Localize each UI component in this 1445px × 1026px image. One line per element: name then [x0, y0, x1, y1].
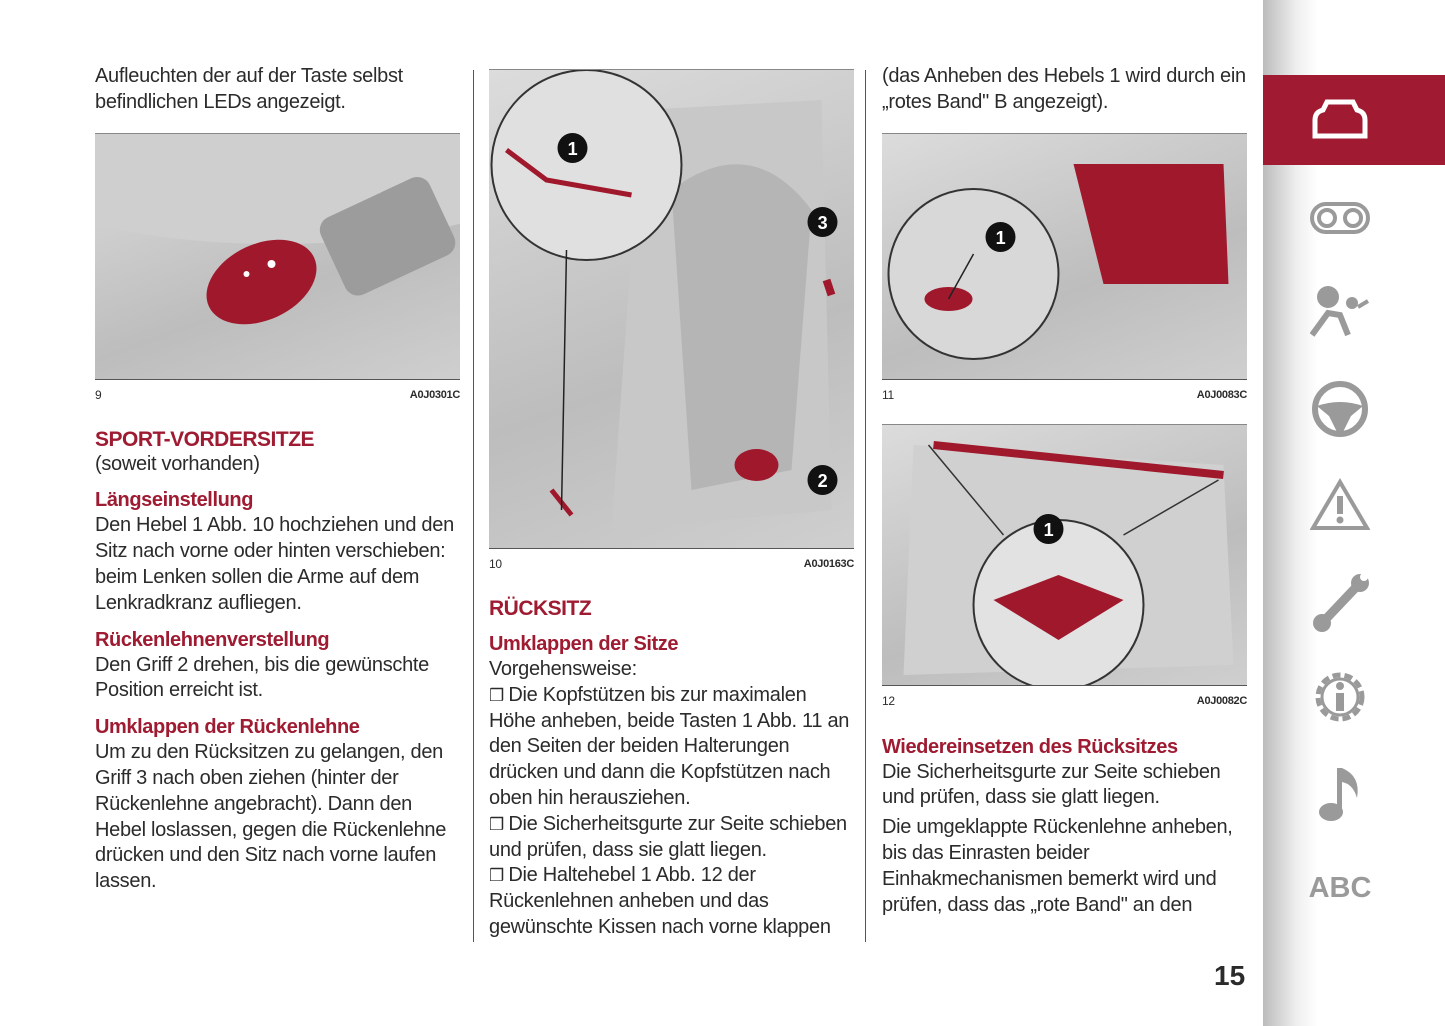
divider	[473, 70, 474, 942]
paragraph: Um zu den Rücksitzen zu gelangen, den Gr…	[95, 741, 447, 893]
column-1: Aufleuchten der auf der Taste selbst bef…	[95, 64, 460, 895]
steering-wheel-icon[interactable]	[1308, 377, 1372, 441]
figure-number: 9	[95, 387, 102, 402]
callout-1: 1	[568, 139, 578, 159]
figure-code: A0J0301C	[409, 388, 461, 401]
callout-3: 3	[818, 213, 828, 233]
intro-text: (das Anheben des Hebels 1 wird durch ein…	[882, 65, 1246, 113]
paragraph: Vorgehensweise:	[489, 658, 637, 680]
callout-1: 1	[996, 228, 1006, 248]
heading: Umklappen der Rückenlehne	[95, 716, 360, 739]
airbag-icon[interactable]	[1308, 281, 1372, 345]
figure-number: 11	[882, 387, 894, 402]
figure-11: 1	[882, 132, 1247, 380]
intro-text: Aufleuchten der auf der Taste selbst bef…	[95, 65, 403, 113]
section-title: RÜCKSITZ	[489, 597, 592, 620]
heading: Wiedereinsetzen des Rücksitzes	[882, 735, 1178, 758]
car-icon[interactable]	[1308, 88, 1372, 152]
paragraph: Die umgeklappte Rückenlehne anheben, bis…	[882, 816, 1233, 916]
music-note-icon[interactable]	[1308, 762, 1372, 826]
heading: Rückenlehnenverstellung	[95, 628, 330, 651]
bullet-item: Die Kopfstützen bis zur maximalen Höhe a…	[489, 683, 854, 812]
section-subtitle: (soweit vorhanden)	[95, 452, 260, 475]
warning-icon[interactable]	[1308, 473, 1372, 537]
chapter-sidebar: ABC	[1263, 0, 1445, 1026]
figure-code: A0J0082C	[1196, 694, 1248, 707]
figure-code: A0J0163C	[803, 558, 855, 570]
figure-10: 1 2 3	[489, 69, 854, 549]
abc-index[interactable]: ABC	[1308, 871, 1372, 904]
figure-12: 1	[882, 423, 1247, 686]
figure-number: 10	[489, 557, 502, 571]
dashboard-icon[interactable]	[1308, 186, 1372, 250]
heading: Umklappen der Sitze	[489, 633, 679, 655]
info-gear-icon[interactable]	[1308, 665, 1372, 729]
active-chapter-highlight	[1263, 75, 1445, 165]
paragraph: Den Griff 2 drehen, bis die gewünschte P…	[95, 653, 429, 702]
bullet-item: Die Sicherheitsgurte zur Seite schieben …	[489, 812, 854, 864]
bullet-item: Die Haltehebel 1 Abb. 12 der Rückenlehne…	[489, 863, 854, 940]
page-number: 15	[1214, 960, 1246, 991]
wrench-icon[interactable]	[1308, 570, 1372, 634]
heading: Längseinstellung	[95, 489, 254, 512]
figure-9	[95, 132, 460, 380]
paragraph: Die Sicherheitsgurte zur Seite schieben …	[882, 760, 1221, 809]
paragraph: Den Hebel 1 Abb. 10 hochziehen und den S…	[95, 514, 454, 614]
callout-1: 1	[1044, 520, 1054, 540]
column-2: 1 2 3 10 A0J0163C RÜCKSITZ Umklappen der Si…	[489, 60, 854, 941]
column-3: (das Anheben des Hebels 1 wird durch ein…	[882, 64, 1247, 918]
section-title: SPORT-VORDERSITZE	[95, 427, 315, 451]
figure-code: A0J0083C	[1196, 388, 1248, 401]
figure-number: 12	[882, 693, 895, 708]
callout-2: 2	[818, 471, 828, 491]
divider	[865, 70, 866, 942]
